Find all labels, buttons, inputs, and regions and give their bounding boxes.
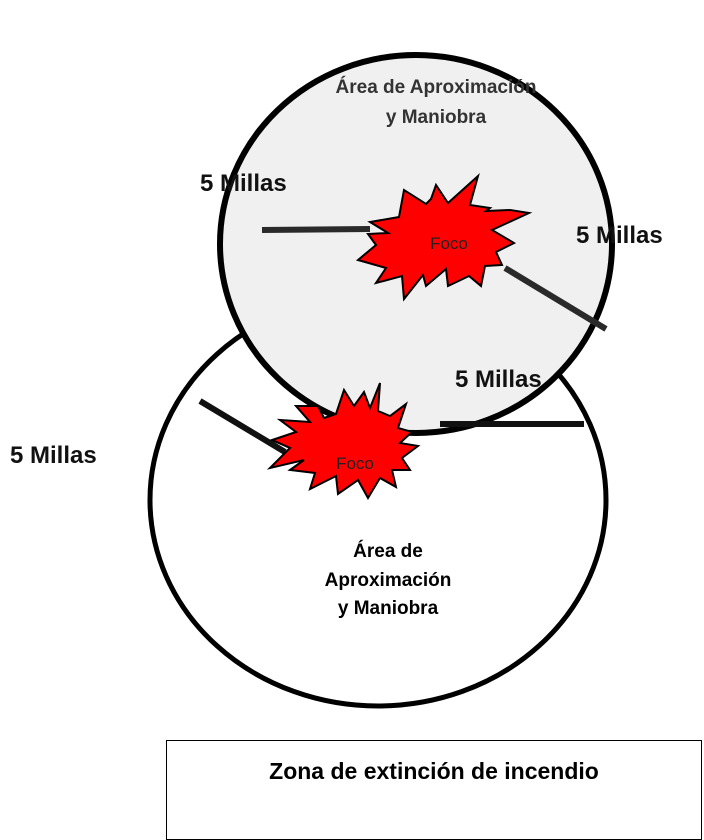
top-radius-line-right	[503, 265, 608, 332]
fire-focus-bottom-label: Foco	[336, 454, 374, 473]
bottom-area-title-line1: Área de	[353, 540, 423, 562]
legend-box: Zona de extinción de incendio	[166, 740, 702, 840]
top-miles-right-label: 5 Millas	[576, 222, 663, 249]
fire-focus-bottom-icon	[266, 382, 421, 500]
fire-focus-top-label: Foco	[430, 234, 468, 253]
legend-title: Zona de extinción de incendio	[269, 758, 599, 784]
bottom-area-title-line2: Aproximación	[325, 570, 452, 591]
top-area-title-line1: Área de Aproximación	[336, 76, 537, 98]
fire-focus-top-icon	[355, 172, 533, 302]
bottom-miles-left-label: 5 Millas	[10, 442, 97, 469]
bottom-miles-right-label: 5 Millas	[455, 366, 542, 393]
bottom-radius-line-left	[198, 398, 287, 455]
top-miles-left-label: 5 Millas	[200, 170, 287, 197]
top-area-title-line2: y Maniobra	[386, 107, 487, 128]
bottom-area-title-line3: y Maniobra	[338, 598, 439, 619]
top-radius-line-left	[261, 226, 371, 233]
